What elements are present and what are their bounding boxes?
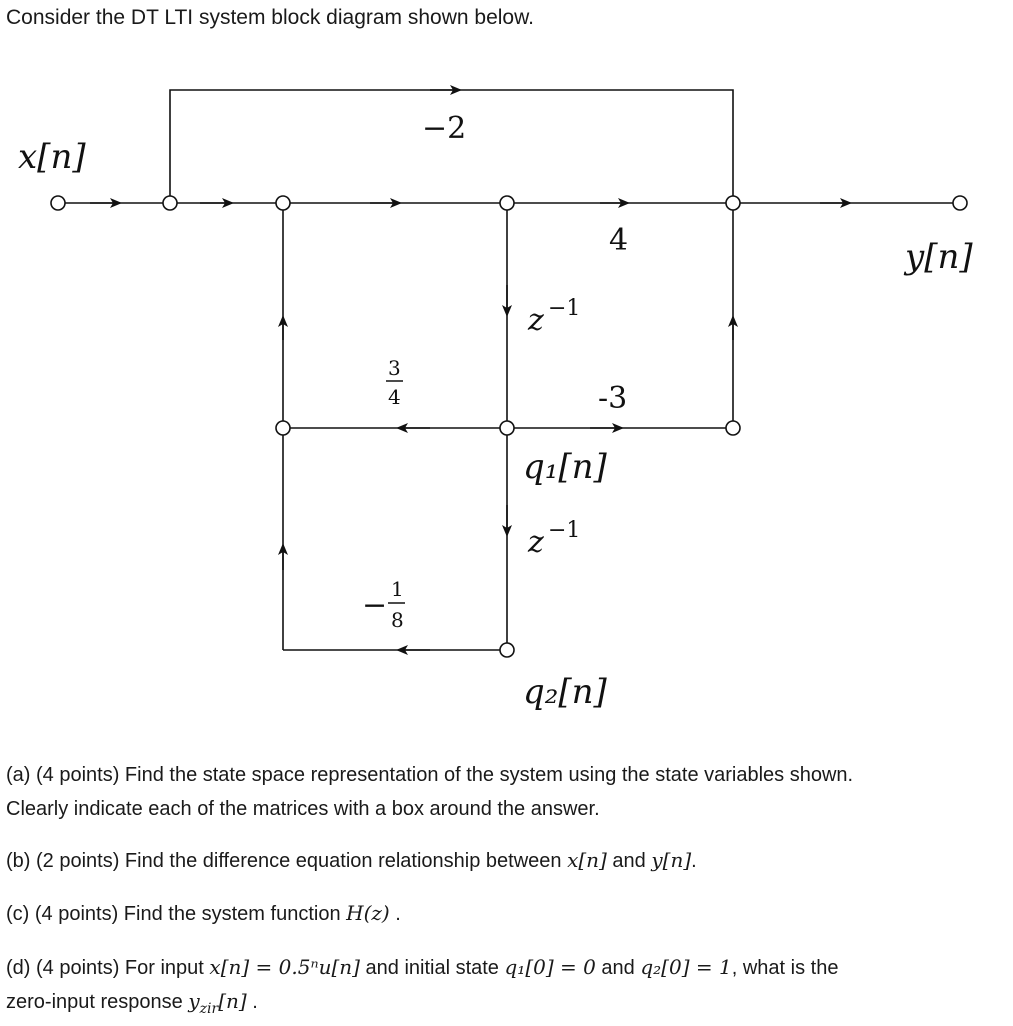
question-d-prefix: (d) (4 points) For input: [6, 957, 204, 979]
input-node: [50, 195, 66, 211]
intro-text: Consider the DT LTI system block diagram…: [6, 6, 534, 29]
node: [162, 195, 178, 211]
question-d-mid: and initial state: [365, 957, 499, 979]
question-c: (c) (4 points) Find the system function …: [6, 896, 1006, 931]
question-c-prefix: (c) (4 points) Find the system function: [6, 903, 341, 925]
delay-1-z: z: [527, 303, 544, 338]
node: [275, 420, 291, 436]
math-q1-initial: q₁[0] = 0: [504, 955, 596, 979]
state-q1-label: q₁[n]: [523, 447, 608, 487]
fraction-1-8-denominator: 8: [391, 608, 404, 632]
math-yzir-arg: [n]: [218, 989, 247, 1013]
node: [275, 195, 291, 211]
question-d-line2: zero-input response yzir[n] .: [6, 984, 1006, 1026]
node: [725, 195, 741, 211]
question-b-end: .: [691, 850, 697, 872]
question-c-end: .: [395, 903, 401, 925]
node: [499, 195, 515, 211]
question-d-line1: (d) (4 points) For input x[n] = 0.5ⁿu[n]…: [6, 950, 1006, 985]
node: [499, 420, 515, 436]
math-H-z: H(z): [346, 901, 390, 925]
question-a-line1: (a) (4 points) Find the state space repr…: [6, 764, 854, 786]
delay-2-exp: −1: [548, 518, 580, 543]
question-d-and: and: [601, 957, 635, 979]
math-q2-initial: q₂[0] = 1: [640, 955, 732, 979]
question-b: (b) (2 points) Find the difference equat…: [6, 843, 1006, 878]
question-d-end: , what is the: [731, 957, 839, 979]
math-input: x[n] = 0.5ⁿu[n]: [209, 955, 360, 979]
state-q2-label: q₂[n]: [523, 672, 608, 712]
math-yzir: yzir[n]: [188, 989, 247, 1017]
output-node: [952, 195, 968, 211]
gain-minus-3: -3: [598, 381, 627, 416]
gain-4: 4: [609, 223, 628, 258]
feedforward-path: [169, 89, 734, 203]
node: [725, 420, 741, 436]
node: [499, 642, 515, 658]
fraction-1-8-numerator: 1: [391, 577, 404, 601]
math-x-n: x[n]: [567, 848, 607, 872]
math-yzir-y: y: [188, 989, 200, 1013]
question-d-line2-end: .: [252, 991, 258, 1013]
delay-2-z: z: [527, 525, 544, 560]
output-label: y[n]: [903, 237, 973, 277]
fraction-1-8-sign: −: [362, 588, 387, 623]
math-y-n: y[n]: [651, 848, 692, 872]
question-b-prefix: (b) (2 points) Find the difference equat…: [6, 850, 562, 872]
question-b-and: and: [612, 850, 646, 872]
math-yzir-sub: zir: [199, 1001, 219, 1017]
question-a-line2: Clearly indicate each of the matrices wi…: [6, 798, 600, 820]
delay-1-exp: −1: [548, 296, 580, 321]
fraction-3-4-denominator: 4: [388, 385, 401, 409]
gain-minus-2: −2: [422, 111, 466, 146]
fraction-3-4-numerator: 3: [388, 356, 401, 380]
question-d-line2-text: zero-input response: [6, 991, 183, 1013]
block-diagram: x[n] y[n] −2 4 -3 z −1 z −1 3 4 − 1 8 q₁…: [18, 85, 973, 712]
input-label: x[n]: [18, 137, 86, 177]
